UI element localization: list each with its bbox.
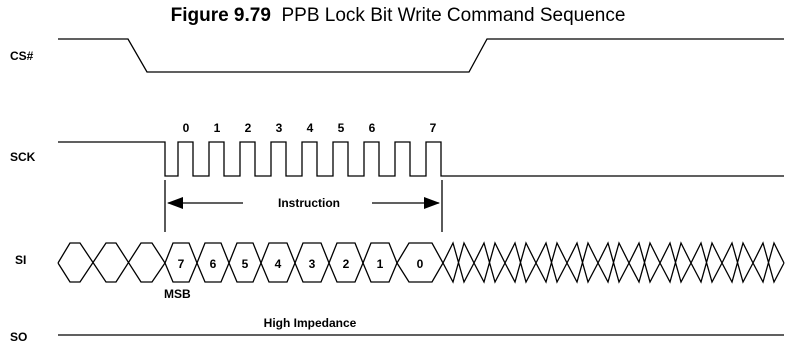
figure-title: Figure 9.79 PPB Lock Bit Write Command S… (0, 5, 796, 27)
si-bit-cells (164, 242, 444, 283)
si-signal-label: SI (15, 253, 26, 267)
si-dont-care-cell (504, 241, 537, 284)
sck-waveform (58, 141, 784, 177)
sck-clock-labels: 0 1 2 3 4 5 6 7 (183, 121, 437, 135)
si-bit-label: 1 (377, 257, 384, 271)
high-impedance-label: High Impedance (264, 316, 357, 330)
instruction-left-arrow (167, 197, 243, 209)
instruction-label: Instruction (278, 196, 340, 210)
si-bit-label: 4 (275, 257, 282, 271)
clock-label: 0 (183, 121, 190, 135)
clock-label: 1 (214, 121, 221, 135)
si-dont-care-cell (535, 241, 568, 284)
figure-number: Figure 9.79 (170, 5, 271, 26)
si-dont-care-cell (721, 241, 754, 284)
clock-label: 5 (338, 121, 345, 135)
clock-label: 6 (369, 121, 376, 135)
clock-label: 3 (276, 121, 283, 135)
si-bit-labels: 7 6 5 4 3 2 1 0 (178, 257, 424, 271)
clock-label: 7 (430, 121, 437, 135)
si-dont-care-cell (752, 241, 785, 284)
si-dont-care-cell (473, 241, 506, 284)
clock-label: 2 (245, 121, 252, 135)
si-bit-label: 6 (210, 257, 217, 271)
figure-caption: PPB Lock Bit Write Command Sequence (281, 5, 626, 26)
si-bit-label: 7 (178, 257, 185, 271)
clock-label: 4 (307, 121, 314, 135)
instruction-right-arrow (372, 197, 440, 209)
si-bit-label: 3 (309, 257, 316, 271)
cs-signal-label: CS# (10, 49, 34, 63)
sck-signal-label: SCK (10, 150, 36, 164)
si-bit-label: 5 (242, 257, 249, 271)
si-dont-care-cell (597, 241, 630, 284)
si-dont-care-cell (442, 241, 475, 284)
cs-waveform (58, 38, 784, 73)
si-bit-label: 2 (343, 257, 350, 271)
si-dont-care-cell (628, 241, 661, 284)
si-dont-care-cell (690, 241, 723, 284)
si-dont-care-leading (57, 242, 166, 283)
si-dont-care-cell (566, 241, 599, 284)
so-signal-label: SO (10, 330, 27, 344)
si-bit-label: 0 (417, 257, 424, 271)
msb-label: MSB (164, 287, 191, 301)
si-dont-care-trailing (442, 241, 785, 284)
si-dont-care-cell (659, 241, 692, 284)
